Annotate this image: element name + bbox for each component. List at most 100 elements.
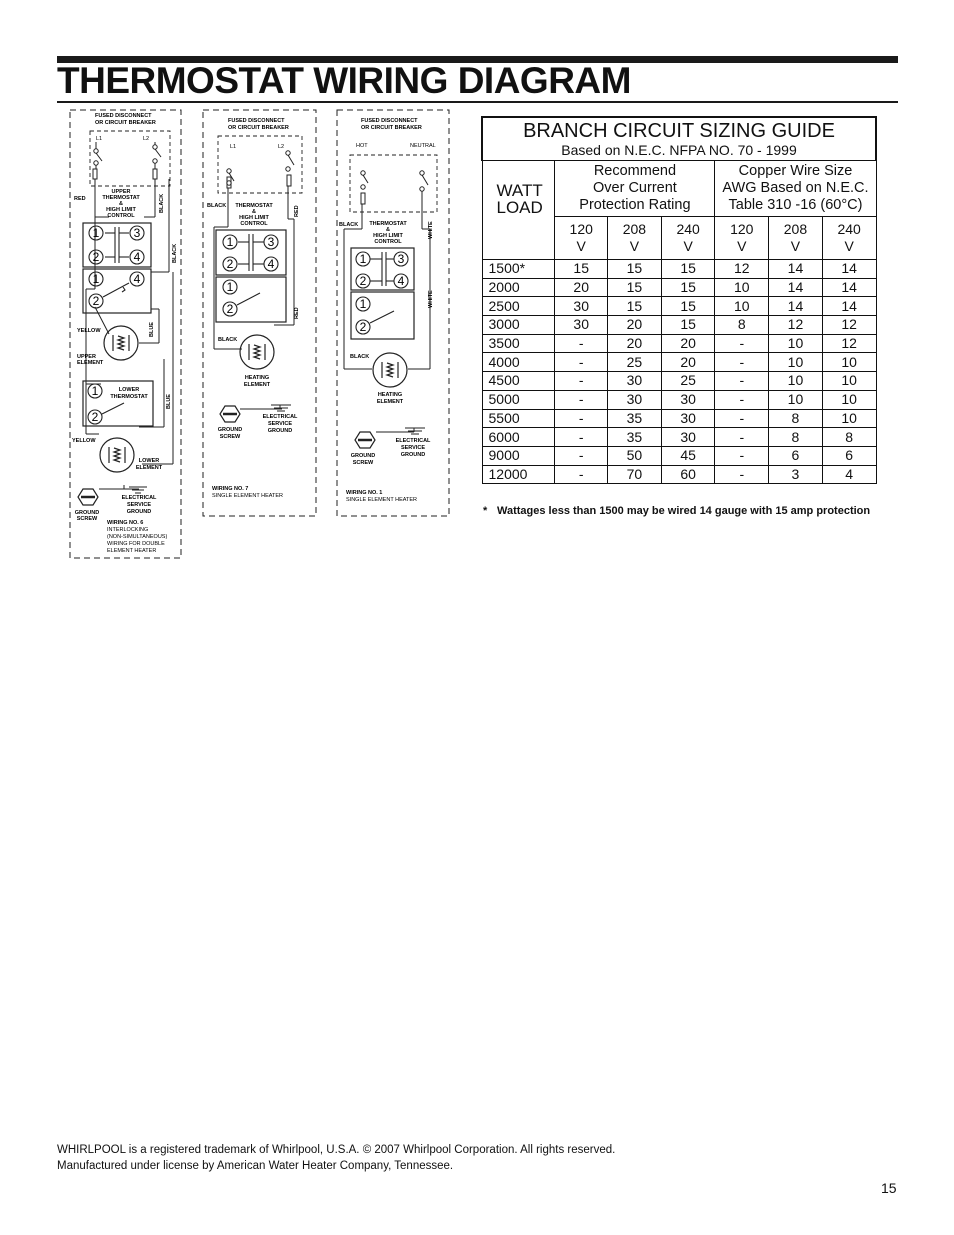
value-cell: 15 [660,277,716,298]
d7-t-2: & [252,209,256,215]
watt-cell: 2500 [481,296,556,317]
footnote-text: Wattages less than 1500 may be wired 14 … [497,505,871,517]
guide-subtitle: Based on N.E.C. NFPA NO. 70 - 1999 [561,142,797,158]
watt-cell: 4000 [481,352,556,373]
value-cell: 8 [821,427,877,447]
d6-desc-2: (NON-SIMULTANEOUS) [107,534,167,540]
footnote: * Wattages less than 1500 may be wired 1… [483,505,883,518]
watt-label: WATT [496,181,543,200]
value-cell: 8 [768,427,823,447]
d1-t-3: HIGH LIMIT [373,233,403,239]
value-cell: 35 [607,427,662,447]
value-cell: - [714,333,770,354]
d1-service-ground-1: ELECTRICAL [396,438,431,444]
watt-cell: 4500 [481,371,556,391]
d6-lower-term-2: 2 [92,410,99,424]
value-cell: 10 [821,371,877,391]
d6-lower-element-1: LOWER [139,458,159,464]
d6-term-4a: 4 [134,250,141,264]
d7-t-4: CONTROL [240,221,268,227]
value-cell: 15 [607,296,662,317]
d1-service-ground-2: SERVICE [401,445,425,451]
value-cell: 30 [554,315,609,335]
value-cell: 10 [714,296,770,317]
d1-hot: HOT [356,143,368,149]
d6-term-3: 3 [134,226,141,240]
d6-blue-2: BLUE [166,394,172,409]
value-cell: 20 [660,333,716,354]
d6-term-2b: 2 [93,294,100,308]
value-cell: 6 [768,445,823,466]
value-cell: - [554,427,609,447]
value-cell: 15 [607,259,662,279]
branch-circuit-sizing-guide: BRANCH CIRCUIT SIZING GUIDE Based on N.E… [481,116,877,497]
value-cell: 10 [768,352,823,373]
d6-desc-3: WIRING FOR DOUBLE [107,541,165,547]
d1-neutral: NEUTRAL [410,143,436,149]
d1-term-2a: 2 [360,274,367,288]
value-cell: 3 [768,464,823,485]
watt-cell: 1500* [481,259,556,279]
d6-term-1b: 1 [93,272,100,286]
value-cell: 70 [607,464,662,485]
d7-t-3: HIGH LIMIT [239,215,269,221]
value-cell: 14 [768,277,823,298]
value-cell: 10 [821,408,877,429]
d7-black-1: BLACK [207,203,226,209]
value-cell: - [714,371,770,391]
d6-upper-4: HIGH LIMIT [106,207,136,213]
d6-lower-thermostat-2: THERMOSTAT [110,394,148,400]
d6-service-ground-3: GROUND [127,509,151,515]
d1-wiring-no: WIRING NO. 1 [346,490,382,496]
d6-desc-4: ELEMENT HEATER [107,548,156,554]
d1-heating-element-1: HEATING [378,392,402,398]
watt-cell: 2000 [481,277,556,298]
legal-line-1: WHIRLPOOL is a registered trademark of W… [57,1144,616,1156]
value-cell: - [714,389,770,410]
value-cell: 25 [660,371,716,391]
value-cell: 4 [821,464,877,485]
d6-l2: L2 [143,136,149,142]
d6-upper-element-1: UPPER [77,354,96,360]
d6-upper-1: UPPER [112,189,131,195]
wiring-diagram-6: FUSED DISCONNECT OR CIRCUIT BREAKER L1 L… [69,109,183,561]
d7-heating-element-2: ELEMENT [244,382,271,388]
value-cell: - [554,445,609,466]
d1-ground-screw-icon [354,431,376,449]
d6-term-1a: 1 [93,226,100,240]
value-cell: - [554,352,609,373]
d7-ground-screw-1: GROUND [218,427,242,433]
value-cell: 15 [554,259,609,279]
d1-term-2b: 2 [360,320,367,334]
value-cell: 30 [554,296,609,317]
d6-blue-1: BLUE [149,322,155,337]
watt-cell: 5500 [481,408,556,429]
d7-l2: L2 [278,144,284,150]
d7-term-1b: 1 [227,280,234,294]
value-cell: 30 [607,371,662,391]
watt-cell: 3000 [481,315,556,335]
value-cell: 20 [554,277,609,298]
d1-t-4: CONTROL [374,239,402,245]
d6-lower-element-2: ELEMENT [136,465,163,471]
legal-line-2: Manufactured under license by American W… [57,1160,454,1172]
value-cell: 14 [768,296,823,317]
value-cell: 14 [768,259,823,279]
d7-l1: L1 [230,144,236,150]
wire-size-header: Copper Wire Size AWG Based on N.E.C. Tab… [714,160,877,217]
d7-black-2: BLACK [218,337,237,343]
value-cell: 20 [607,315,662,335]
value-cell: 10 [714,277,770,298]
watt-cell: 3500 [481,333,556,354]
d1-term-1a: 1 [360,252,367,266]
d1-ground-screw-2: SCREW [353,460,374,466]
